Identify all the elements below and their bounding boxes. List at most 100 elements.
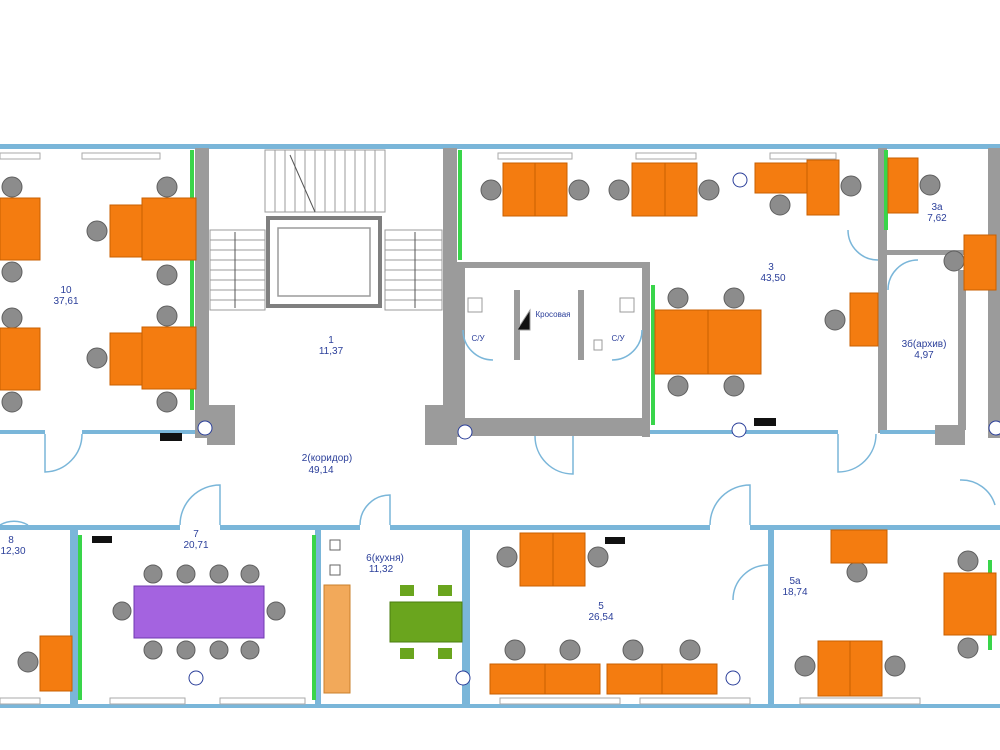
chair — [723, 375, 745, 397]
desk — [0, 327, 41, 391]
room-5-area: 26,54 — [588, 612, 613, 623]
chair — [679, 639, 701, 661]
desk — [0, 197, 41, 261]
accent-r10 — [190, 150, 194, 410]
line-r10-bottom-a — [0, 430, 45, 434]
room-2-area: 49,14 — [308, 465, 333, 476]
chair — [957, 550, 979, 572]
line-r3-bottom-b — [880, 430, 935, 434]
chair — [86, 347, 108, 369]
desk — [631, 162, 666, 217]
room-10-number: 10 — [60, 285, 72, 296]
chair — [608, 179, 630, 201]
desk — [519, 532, 554, 587]
room-3a-area: 7,62 — [927, 213, 947, 224]
chair — [1, 176, 23, 198]
wc-left-label: С/У — [471, 334, 485, 343]
chair — [1, 307, 23, 329]
accent-r3-inner — [651, 285, 655, 425]
desk — [552, 532, 586, 587]
column-3 — [731, 422, 747, 438]
wall-3a-left — [878, 148, 887, 433]
kitchen-chair — [438, 585, 452, 596]
desk — [606, 663, 663, 695]
door-r10 — [44, 433, 83, 473]
column-1 — [197, 420, 213, 436]
wc-fixtures — [467, 297, 635, 351]
door-wc-left — [462, 329, 494, 361]
chair — [667, 287, 689, 309]
door-wc-right — [611, 329, 643, 361]
chair — [698, 179, 720, 201]
chair — [240, 640, 260, 660]
room-8-area: 12,30 — [0, 546, 25, 557]
accent-r7 — [78, 535, 82, 700]
room-3a-number: 3а — [931, 202, 943, 213]
desk — [489, 663, 546, 695]
desk — [502, 162, 536, 217]
room-7-area: 20,71 — [183, 540, 208, 551]
desk — [887, 157, 919, 214]
printer-4 — [605, 537, 625, 544]
wall-wc-div1 — [514, 290, 520, 360]
chair — [176, 564, 196, 584]
column-6 — [188, 670, 204, 686]
line-lower-top-d — [750, 525, 1000, 530]
chair — [143, 640, 163, 660]
door-archive — [887, 259, 919, 291]
desk — [661, 663, 718, 695]
kitchen-chair — [400, 648, 414, 659]
chair — [1, 261, 23, 283]
radiator-8 — [219, 697, 306, 705]
server-room-label: Кросовая — [535, 310, 570, 319]
room-7-number: 7 — [193, 529, 199, 540]
desk — [963, 234, 997, 291]
kitchen-chairs — [400, 585, 452, 659]
line-r10-bottom-b — [82, 430, 195, 434]
wall-r8-right — [70, 530, 78, 705]
stair-triangle — [516, 308, 531, 331]
room-labels: 10 37,61 1 11,37 2(коридор) 49,14 3 43,5… — [0, 202, 947, 623]
desk — [849, 640, 883, 697]
desk — [806, 159, 840, 216]
desk — [830, 529, 888, 564]
chair — [504, 639, 526, 661]
radiator-4 — [635, 152, 697, 160]
room-2-number: 2(коридор) — [302, 453, 352, 464]
chair — [723, 287, 745, 309]
wall-r7-right — [315, 530, 321, 705]
radiator-7 — [109, 697, 186, 705]
desks — [0, 157, 997, 697]
wall-far-right — [988, 148, 1000, 438]
desk — [534, 162, 568, 217]
chair — [568, 179, 590, 201]
desk — [754, 162, 808, 194]
radiator-9 — [499, 697, 621, 705]
chair — [480, 179, 502, 201]
meeting-table — [133, 585, 265, 639]
room-5a-area: 18,74 — [782, 587, 807, 598]
wall-wc-div2 — [578, 290, 584, 360]
desk — [141, 326, 197, 390]
desk — [141, 197, 197, 261]
chair — [156, 264, 178, 286]
toilet-right — [619, 297, 635, 313]
radiator-1 — [0, 152, 41, 160]
room-8-number: 8 — [8, 535, 14, 546]
doors — [0, 229, 996, 601]
stair-steps-top — [274, 150, 376, 213]
radiator-3 — [497, 152, 573, 160]
door-r6 — [359, 494, 391, 526]
kitchen-stove-a — [329, 539, 341, 551]
chair — [957, 637, 979, 659]
stair-steps-left — [210, 232, 265, 308]
radiators — [0, 152, 921, 705]
room-6-number: 6(кухня) — [366, 553, 404, 564]
desk — [849, 292, 879, 347]
printer-2 — [754, 418, 776, 426]
chair — [769, 194, 791, 216]
desk — [817, 640, 851, 697]
radiator-5 — [769, 152, 837, 160]
stairwell — [209, 149, 443, 311]
